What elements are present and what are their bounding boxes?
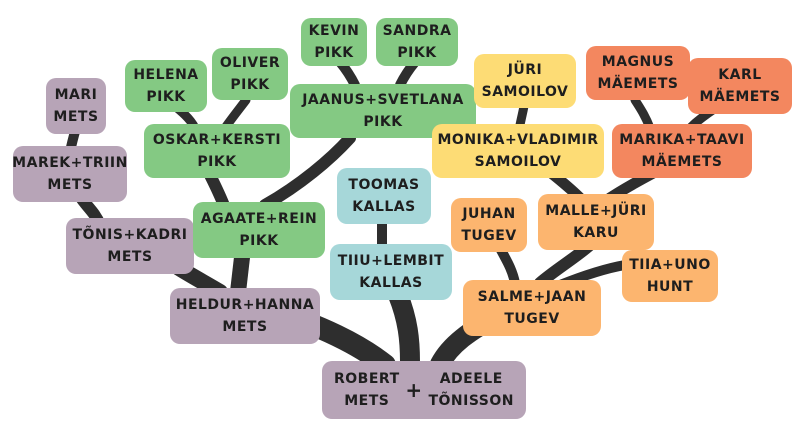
node-line-1: AGAATE+REIN [200,211,318,227]
node-line-1: KARL [718,67,762,83]
node-line-2: SAMOILOV [481,84,569,100]
node-line-2: HUNT [646,279,694,295]
node-line-2: PIKK [363,114,403,130]
node-line-2: PIKK [239,233,279,249]
node-line-2: TUGEV [504,311,560,327]
person-node-tonis: TÕNIS+KADRI METS [66,218,194,274]
root-left-line-2: METS [344,393,390,409]
root-person-left: ROBERT METS [334,368,400,412]
person-node-tiiu: TIIU+LEMBIT KALLAS [330,244,452,300]
node-line-1: OSKAR+KERSTI [152,132,282,148]
node-line-1: JUHAN [462,206,516,222]
node-line-1: TIIU+LEMBIT [337,253,445,269]
node-line-1: TÕNIS+KADRI [72,227,188,243]
person-node-oliver: OLIVER PIKK [212,48,288,100]
root-right-line-1: ADEELE [439,371,503,387]
node-line-1: SALME+JAAN [477,289,587,305]
node-line-2: METS [47,177,93,193]
person-node-salme: SALME+JAAN TUGEV [463,280,601,336]
node-line-2: KARU [573,225,619,241]
node-line-1: JAANUS+SVETLANA [302,92,464,108]
node-line-2: KALLAS [359,275,423,291]
node-line-1: MAGNUS [601,54,675,70]
node-line-1: JÜRI [507,62,543,78]
person-node-kevin: KEVIN PIKK [301,18,367,66]
node-line-1: MARI [54,87,98,103]
node-line-2: METS [107,249,153,265]
root-person-right: ADEELE TÕNISSON [428,368,514,412]
root-left-line-1: ROBERT [334,371,400,387]
person-node-juhan: JUHAN TUGEV [451,198,527,252]
person-node-oskar: OSKAR+KERSTI PIKK [144,124,290,178]
node-line-2: PIKK [397,45,437,61]
node-line-2: PIKK [230,77,270,93]
person-node-marek: MAREK+TRIIN METS [12,146,128,202]
node-line-2: SAMOILOV [474,154,562,170]
node-line-2: METS [53,109,99,125]
person-node-mari: MARI METS [46,78,106,134]
node-line-1: SANDRA [382,23,452,39]
node-line-1: MONIKA+VLADIMIR [437,132,599,148]
node-line-1: MARIKA+TAAVI [619,132,745,148]
node-line-2: METS [222,319,268,335]
node-line-2: PIKK [314,45,354,61]
node-line-2: KALLAS [352,199,416,215]
node-line-1: HELDUR+HANNA [175,297,315,313]
person-node-monika: MONIKA+VLADIMIR SAMOILOV [432,124,604,178]
branch-salme-juhan [495,243,520,288]
root-couple-node: ROBERT METS + ADEELE TÕNISSON [322,361,526,419]
person-node-sandra: SANDRA PIKK [376,18,458,66]
root-plus-sign: + [405,378,423,402]
person-node-toomas: TOOMAS KALLAS [337,168,431,224]
person-node-malle: MALLE+JÜRI KARU [538,194,654,250]
node-line-1: MAREK+TRIIN [12,155,128,171]
node-line-2: PIKK [146,89,186,105]
node-line-2: MÄEMETS [597,76,679,92]
node-line-1: OLIVER [219,55,281,71]
person-node-helena: HELENA PIKK [125,60,207,112]
node-line-2: TUGEV [461,228,517,244]
node-line-2: PIKK [197,154,237,170]
person-node-karl: KARL MÄEMETS [688,58,792,114]
person-node-heldur: HELDUR+HANNA METS [170,288,320,344]
branch-agaate-jaanus [259,132,356,211]
person-node-tiia: TIIA+UNO HUNT [622,250,718,302]
person-node-agaate: AGAATE+REIN PIKK [193,202,325,258]
node-line-1: HELENA [133,67,199,83]
node-line-1: TIIA+UNO [629,257,711,273]
person-node-juri-samoilov: JÜRI SAMOILOV [474,54,576,108]
root-right-line-2: TÕNISSON [428,393,514,409]
branch-root-tiiu [388,285,420,372]
node-line-2: MÄEMETS [699,89,781,105]
node-line-1: KEVIN [308,23,360,39]
node-line-2: MÄEMETS [641,154,723,170]
node-line-1: MALLE+JÜRI [545,203,647,219]
person-node-marika: MARIKA+TAAVI MÄEMETS [612,124,752,178]
person-node-magnus: MAGNUS MÄEMETS [586,46,690,100]
node-line-1: TOOMAS [348,177,420,193]
